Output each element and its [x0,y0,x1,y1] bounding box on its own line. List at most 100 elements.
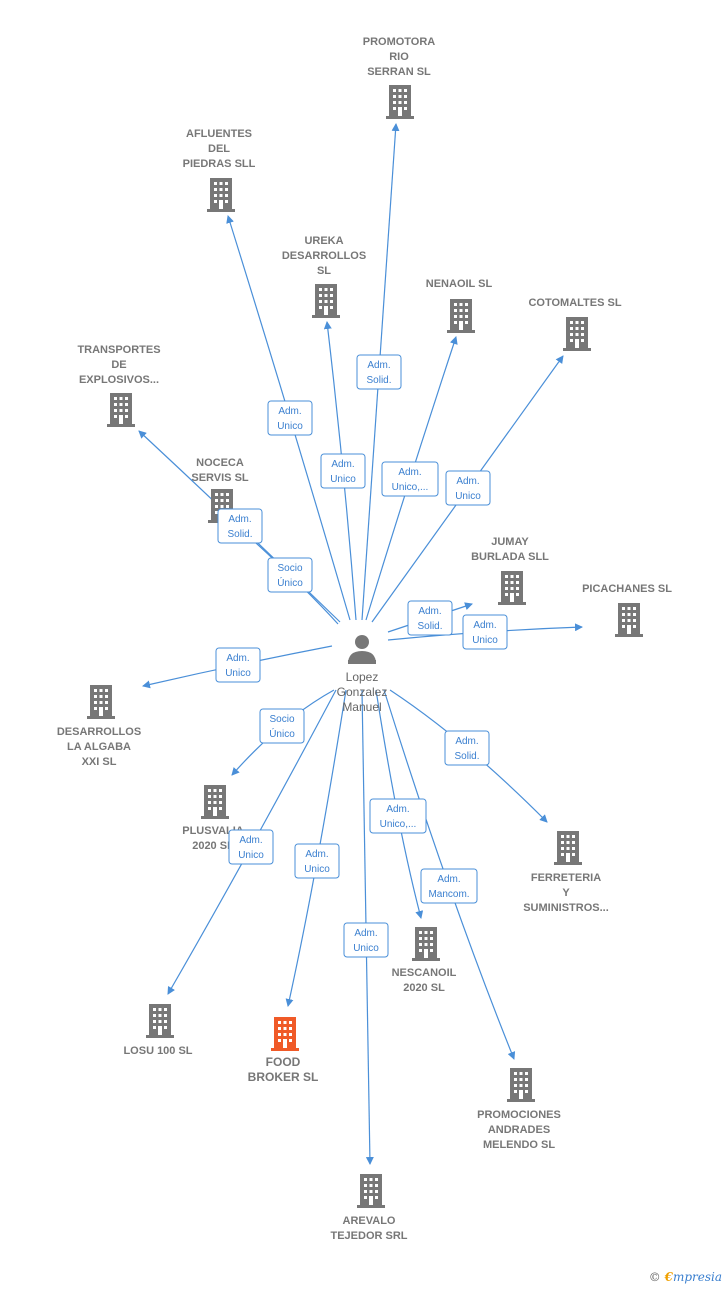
building-icon [207,178,235,212]
edge-label-box [259,708,305,744]
edge-label-box [320,453,366,489]
edge-label-text: Adm. [228,514,251,525]
company-node-picachanes[interactable]: PICACHANES SL [582,583,672,637]
edge-label-ureka[interactable]: Adm. Unico [320,453,366,489]
edge-label-box [267,557,313,593]
edge-label-text: Adm. [354,928,377,939]
edge-label-box [343,922,389,958]
edge-label-box [407,600,453,636]
company-node-promociones[interactable]: PROMOCIONES ANDRADES MELENDO SL [477,1068,561,1151]
edge-label-box [217,508,263,544]
edge-label-text: Adm. [455,736,478,747]
company-name-line: XXI SL [82,756,117,768]
edge-label-jumay[interactable]: Adm.Solid. [407,600,453,636]
edge-label-afluentes[interactable]: Adm.Unico [267,400,313,436]
company-node-losu[interactable]: LOSU 100 SL [123,1004,193,1057]
company-node-ferreteria[interactable]: FERRETERIAYSUMINISTROS... [523,831,609,914]
company-name-line: EXPLOSIVOS... [79,374,159,386]
person-name-line: Lopez [346,670,379,684]
edge-label-transportes[interactable]: Adm.Solid. [217,508,263,544]
building-icon [312,284,340,318]
company-name-line: FERRETERIA [531,872,601,884]
edge-label-text: Unico [353,943,379,954]
company-name-line: PLUSVALIA [182,825,244,837]
edge-label-text: Unico [330,474,356,485]
edge-label-losu[interactable]: Adm.Unico [228,829,274,865]
edge-label-cotomaltes[interactable]: Adm.Unico [445,470,491,506]
edge-label-text: Adm. [239,835,262,846]
edge-label-box [356,354,402,390]
edge-label-text: Adm. [473,620,496,631]
edge-label-text: Adm. [398,467,421,478]
company-name-line: ANDRADES [488,1124,550,1136]
building-icon [146,1004,174,1038]
edge-label-text: Adm. [226,653,249,664]
company-node-transportes[interactable]: TRANSPORTESDEEXPLOSIVOS... [77,344,161,427]
building-icon [271,1017,299,1051]
company-name-line: PROMOCIONES [477,1109,561,1121]
edge-label-text: Unico,... [380,819,417,830]
building-icon [563,317,591,351]
edge-label-box [444,730,490,766]
edge-label-promociones[interactable]: Adm.Mancom. [420,868,478,904]
edge-label-picachanes[interactable]: Adm. Unico [462,614,508,650]
company-name-line: SERVIS SL [191,472,249,484]
edge-label-text: Solid. [366,375,391,386]
company-name-line: COTOMALTES SL [528,297,621,309]
building-icon [87,685,115,719]
edge-label-arevalo[interactable]: Adm. Unico [343,922,389,958]
company-name-line: MELENDO SL [483,1139,555,1151]
edge-label-text: Adm. [278,406,301,417]
edge-label-desarrollos[interactable]: Adm. Unico [215,647,261,683]
building-icon [386,85,414,119]
building-icon [412,927,440,961]
edge-label-box [369,798,427,834]
company-name-line: LOSU 100 SL [123,1045,192,1057]
company-name-line: DESARROLLOS [57,726,141,738]
company-node-cotomaltes[interactable]: COTOMALTES SL [528,297,622,351]
company-node-desarrollos[interactable]: DESARROLLOS LA ALGABA XXI SL [57,685,141,768]
edge-label-text: Unico [225,668,251,679]
company-node-plusvalia[interactable]: PLUSVALIA 2020 SL [182,785,244,852]
edge-label-box [420,868,478,904]
edge-label-text: Único [269,727,295,740]
edge-label-text: Adm. [331,459,354,470]
company-name-line: BROKER SL [248,1070,319,1084]
company-name-line: DESARROLLOS [282,250,366,262]
edge-label-text: Solid. [417,621,442,632]
company-name-line: NENAOIL SL [426,278,493,290]
person-name-line: Manuel [342,700,381,714]
edge-label-nenaoil[interactable]: Adm.Unico,... [381,461,439,497]
company-name-line: NESCANOIL [392,967,457,979]
edge-label-text: Socio [277,563,302,574]
edge-label-food[interactable]: Adm.Unico [294,843,340,879]
edge-label-nescanoil[interactable]: Adm.Unico,... [369,798,427,834]
edge-label-ferreteria[interactable]: Adm. Solid. [444,730,490,766]
company-name-line: 2020 SL [192,840,234,852]
company-name-line: AREVALO [343,1215,396,1227]
company-name-line: JUMAY [491,536,529,548]
edge-label-box [294,843,340,879]
edge-label-text: Unico [472,635,498,646]
company-name-line: LA ALGABA [67,741,131,753]
edge-label-text: Solid. [454,751,479,762]
edge-label-box [228,829,274,865]
edge-label-promotora[interactable]: Adm.Solid. [356,354,402,390]
empresia-brand: © €mpresia [649,1270,722,1284]
edge-label-text: Adm. [456,476,479,487]
person-icon [348,635,376,664]
company-node-nenaoil[interactable]: NENAOIL SL [426,278,493,333]
building-icon [498,571,526,605]
